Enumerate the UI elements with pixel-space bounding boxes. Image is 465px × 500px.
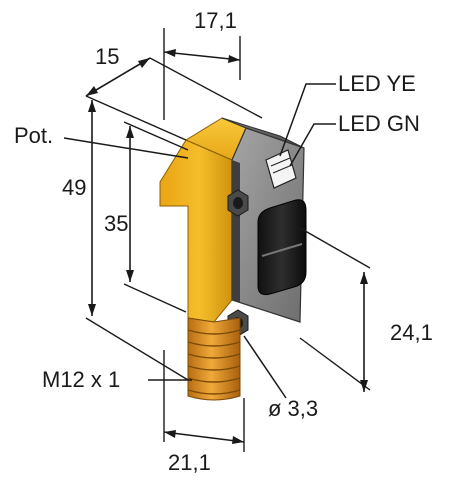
extension-lines: [85, 28, 371, 452]
dim-depth-top-label: 15: [95, 44, 120, 69]
dimension-lines: [85, 49, 368, 444]
dim-height-body-label: 35: [104, 211, 129, 236]
dim-width-top-label: 17,1: [194, 8, 237, 33]
dim-height-total-label: 49: [62, 175, 87, 200]
dim-width-bottom-label: 21,1: [168, 450, 211, 475]
housing-left-side: [159, 139, 233, 323]
leader-lines: [63, 83, 336, 399]
mounting-hole-top: [227, 189, 249, 217]
led-ye-label: LED YE: [338, 71, 416, 96]
lens: [257, 199, 307, 296]
potentiometer-label: Pot.: [14, 123, 54, 148]
thread-spec-label: M12 x 1: [42, 367, 121, 392]
face-edge: [232, 160, 240, 302]
led-gn-label: LED GN: [338, 111, 420, 136]
sensor-body: [159, 117, 307, 401]
threaded-connector: [187, 317, 241, 401]
dim-height-lens-label: 24,1: [390, 320, 433, 345]
hole-diameter-label: ø 3,3: [268, 396, 319, 421]
